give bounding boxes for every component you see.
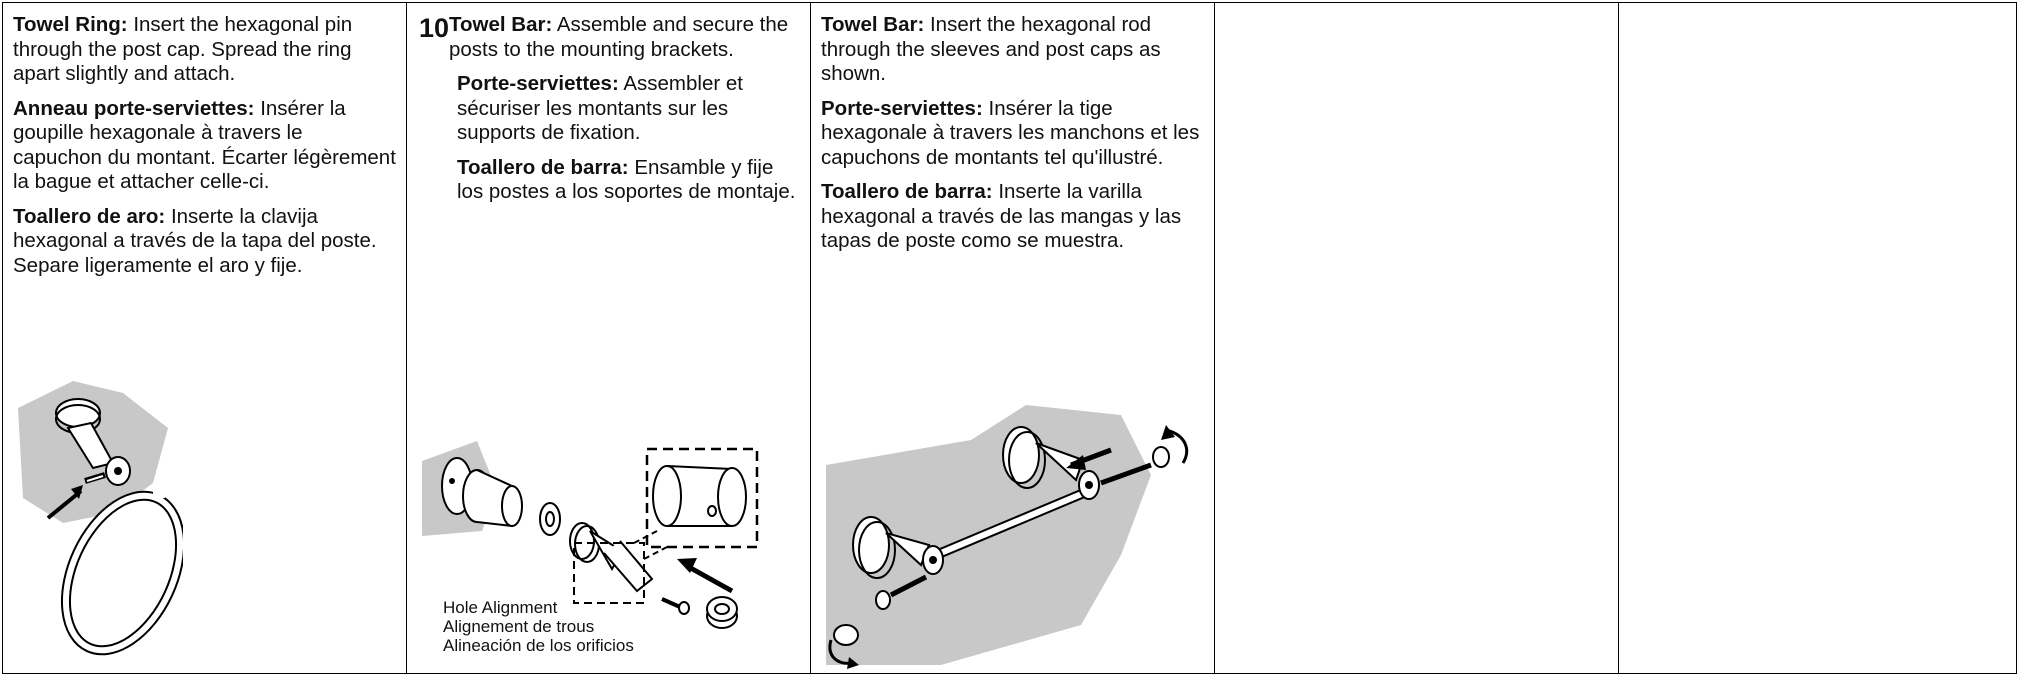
column-step-10: 10 Towel Bar: Assemble and secure the po… — [407, 3, 811, 673]
towel-ring-text: Towel Ring: Insert the hexagonal pin thr… — [13, 13, 397, 288]
column-towel-bar: Towel Bar: Insert the hexagonal rod thro… — [811, 3, 1215, 673]
block-fr: Porte-serviettes: Assembler et sécuriser… — [457, 72, 743, 144]
step-10-text: Towel Bar: Assemble and secure the posts… — [449, 13, 801, 215]
block-es: Toallero de barra: Ensamble y fije los p… — [457, 155, 796, 204]
block-es: Toallero de barra: Inserte la varilla he… — [821, 180, 1182, 252]
column-empty-2 — [1619, 3, 2018, 673]
block-en: Towel Bar: Insert the hexagonal rod thro… — [821, 13, 1161, 85]
towel-bar-illustration — [821, 395, 1206, 670]
column-empty-1 — [1215, 3, 1619, 673]
block-fr: Porte-serviettes: Insérer la tige hexago… — [821, 96, 1200, 169]
block-en: Towel Ring: Insert the hexagonal pin thr… — [13, 13, 353, 85]
block-fr: Anneau porte-serviettes: Insérer la goup… — [13, 96, 396, 194]
hole-alignment-caption: Hole Alignment Alignement de trous Aline… — [443, 598, 634, 655]
step-number: 10 — [419, 13, 450, 43]
post-assembly-illustration — [422, 441, 802, 641]
column-towel-ring: Towel Ring: Insert the hexagonal pin thr… — [3, 3, 407, 673]
towel-ring-illustration — [13, 373, 183, 668]
block-en: Towel Bar: Assemble and secure the posts… — [449, 13, 789, 61]
block-es: Toallero de aro: Inserte la clavija hexa… — [13, 204, 377, 277]
towel-bar-text: Towel Bar: Insert the hexagonal rod thro… — [821, 13, 1205, 264]
